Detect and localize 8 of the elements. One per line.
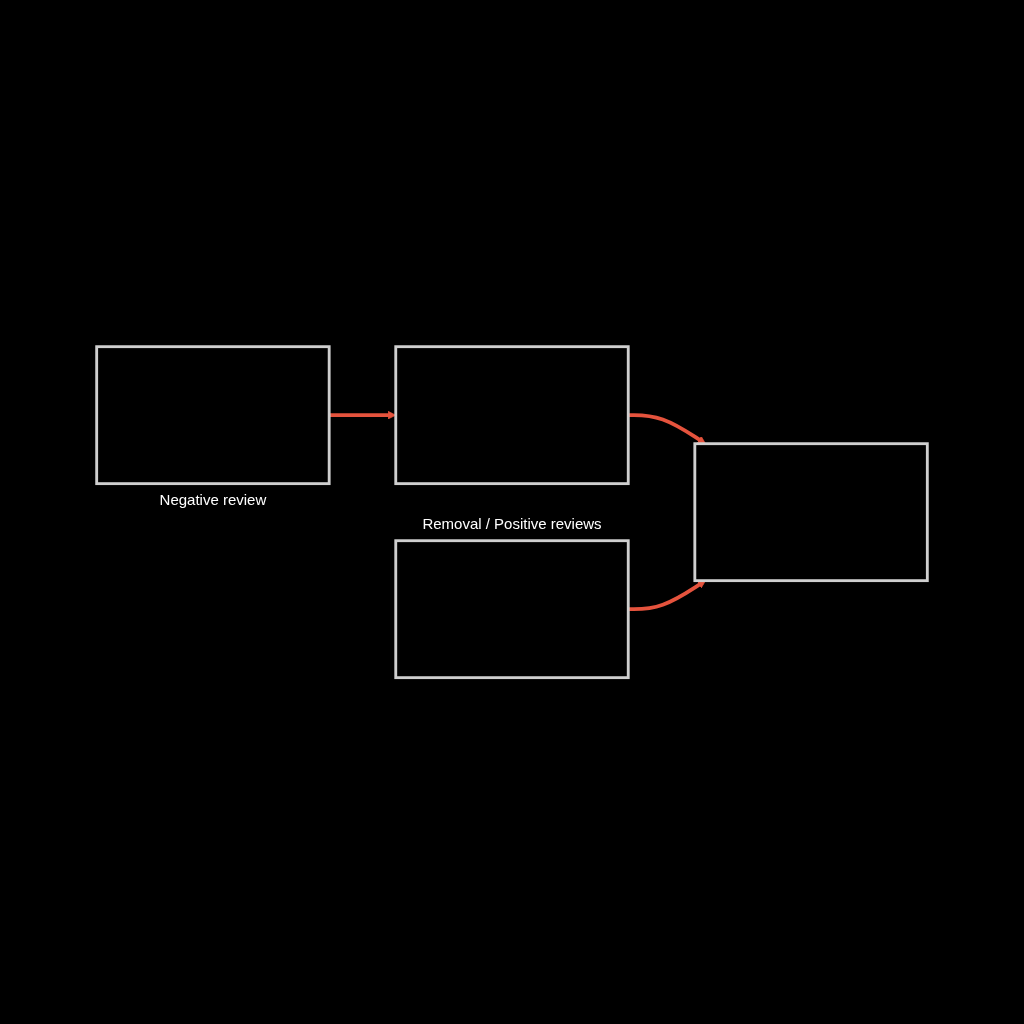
arrow — [628, 413, 706, 444]
node-box — [95, 345, 331, 485]
node-box — [394, 539, 630, 679]
arrow — [628, 580, 706, 611]
caption-text: Negative review — [159, 491, 267, 510]
node-box — [394, 345, 630, 485]
node-box — [693, 442, 929, 582]
caption-text: Removal / Positive reviews — [422, 514, 602, 533]
